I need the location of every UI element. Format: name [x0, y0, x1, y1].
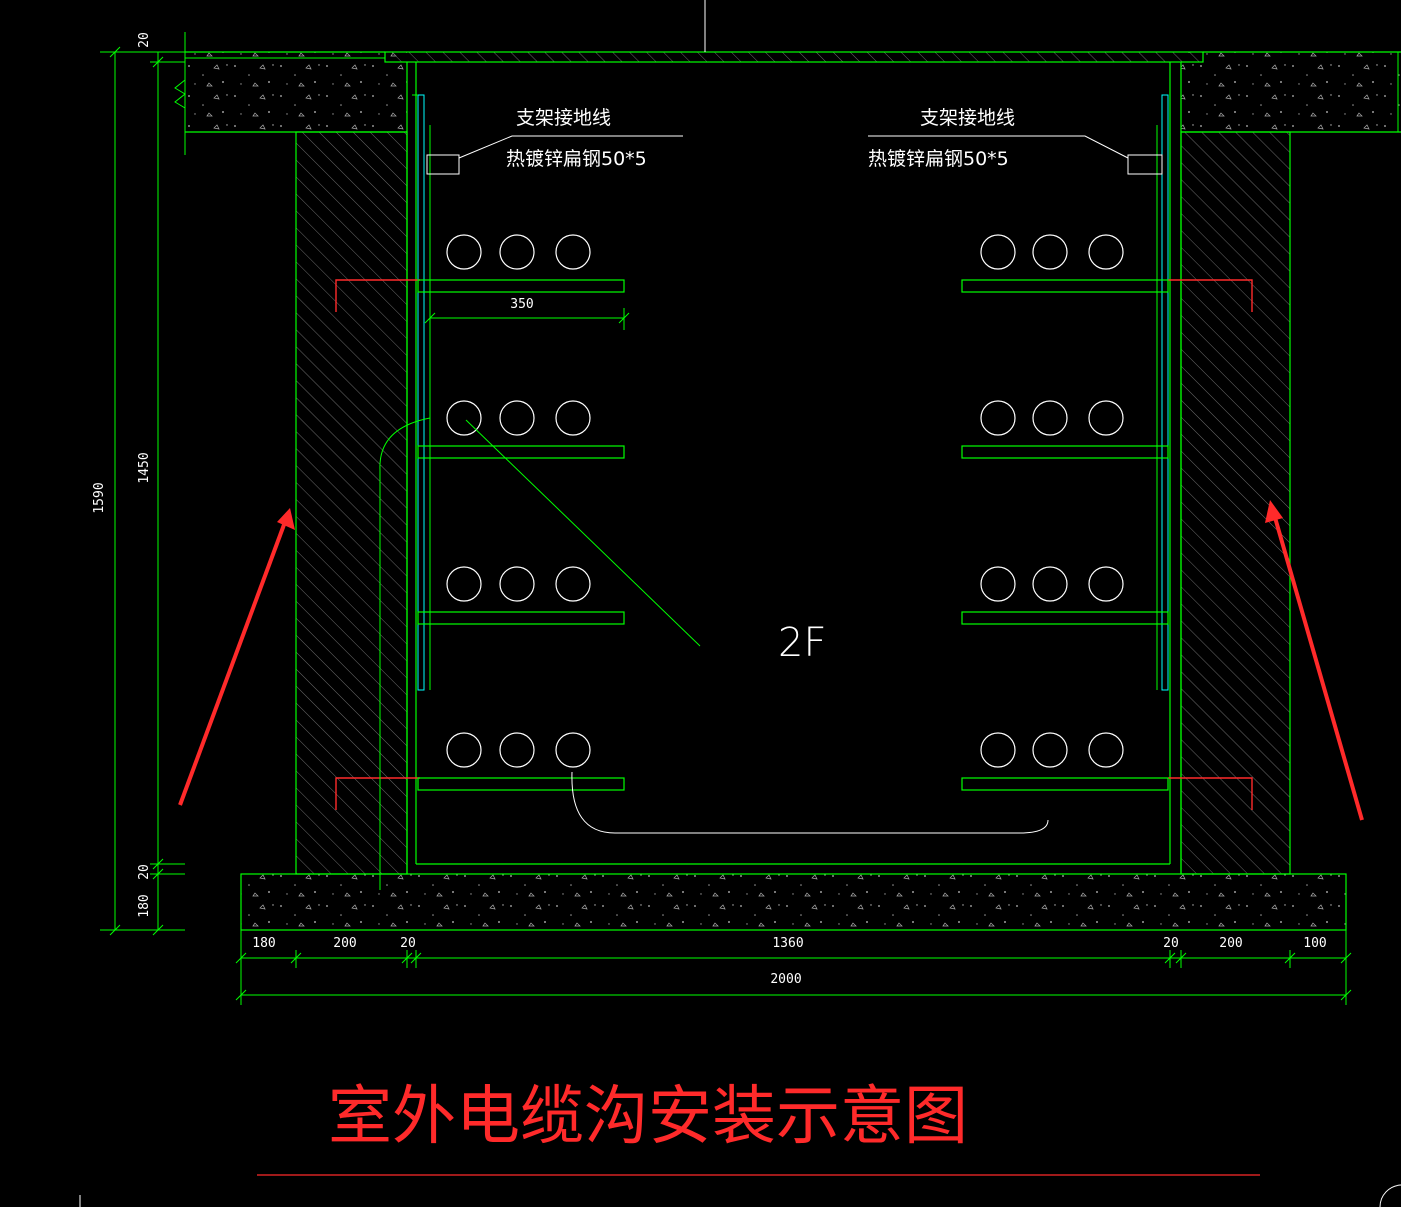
left-support-channel	[412, 94, 431, 691]
dim-bottom-1: 200	[333, 936, 356, 951]
bracket-right-0	[961, 279, 1169, 293]
dim-total-height: 1590	[92, 482, 107, 513]
bracket-left-3	[417, 777, 625, 791]
dim-bottom-6: 100	[1303, 936, 1326, 951]
cable-3-5	[1088, 732, 1124, 768]
right-wall	[1169, 62, 1291, 875]
cable-1-2	[555, 400, 591, 436]
left-wall	[295, 62, 417, 875]
dim-bottom-2: 20	[400, 936, 416, 951]
cable-2-5	[1088, 566, 1124, 602]
cable-0-5	[1088, 234, 1124, 270]
cable-0-3	[980, 234, 1016, 270]
red-arrow-right	[1265, 500, 1364, 821]
bend-curve-bottom	[571, 771, 1049, 834]
dim-bottom-0: 180	[252, 936, 275, 951]
bend-curve-left	[379, 417, 431, 890]
bracket-right-2	[961, 611, 1169, 625]
cable-2-3	[980, 566, 1016, 602]
dim-floor-top: 20	[137, 864, 152, 880]
right-ground-box	[1127, 154, 1163, 175]
base-slab	[240, 873, 1347, 931]
cable-2-1	[499, 566, 535, 602]
dim-bracket-length: 350	[510, 297, 533, 312]
cable-1-0	[446, 400, 482, 436]
bracket-left-2	[417, 611, 625, 625]
label-right-flat-steel: 热镀锌扁钢50*5	[868, 148, 1009, 170]
label-left-flat-steel: 热镀锌扁钢50*5	[506, 148, 647, 170]
dim-base-thickness: 180	[137, 894, 152, 917]
bottom-dimension-lines	[235, 930, 1352, 1005]
cable-3-1	[499, 732, 535, 768]
label-left-ground-line: 支架接地线	[516, 107, 611, 129]
dim-inner-height: 1450	[137, 452, 152, 483]
right-leader-line	[868, 135, 1129, 159]
left-leader-line	[458, 135, 683, 159]
bracket-left-0	[417, 279, 625, 293]
cable-2-4	[1032, 566, 1068, 602]
anchor-bars	[335, 279, 1253, 810]
dim-bottom-3: 1360	[772, 936, 803, 951]
corner-arc	[1379, 1184, 1401, 1207]
bracket-right-3	[961, 777, 1169, 791]
cable-3-2	[555, 732, 591, 768]
bracket-dimension	[424, 308, 630, 330]
cable-2-2	[555, 566, 591, 602]
dim-top-thickness: 20	[137, 32, 152, 48]
cables	[446, 234, 1124, 768]
floor-tag: 2F	[778, 620, 826, 666]
red-arrow-left	[178, 508, 295, 806]
cable-0-4	[1032, 234, 1068, 270]
cable-1-1	[499, 400, 535, 436]
cable-1-5	[1088, 400, 1124, 436]
cable-0-2	[555, 234, 591, 270]
cable-1-3	[980, 400, 1016, 436]
cable-brackets	[417, 279, 1169, 791]
cable-2-0	[446, 566, 482, 602]
top-slab-right	[1181, 51, 1401, 133]
left-dimension-lines	[100, 46, 185, 936]
label-right-ground-line: 支架接地线	[920, 107, 1015, 129]
cable-0-0	[446, 234, 482, 270]
dim-bottom-4: 20	[1163, 936, 1179, 951]
floor-tag-leader	[465, 419, 701, 647]
cover-plate	[384, 0, 1204, 63]
right-support-channel	[1156, 94, 1169, 691]
dim-bottom-5: 200	[1219, 936, 1242, 951]
drawing-title: 室外电缆沟安装示意图	[328, 1080, 968, 1154]
bracket-left-1	[417, 445, 625, 459]
top-slab-left	[174, 32, 407, 155]
cable-3-4	[1032, 732, 1068, 768]
cable-3-3	[980, 732, 1016, 768]
left-ground-box	[426, 154, 460, 175]
cable-1-4	[1032, 400, 1068, 436]
bracket-right-1	[961, 445, 1169, 459]
cable-0-1	[499, 234, 535, 270]
cable-3-0	[446, 732, 482, 768]
dim-overall-width: 2000	[770, 972, 801, 987]
